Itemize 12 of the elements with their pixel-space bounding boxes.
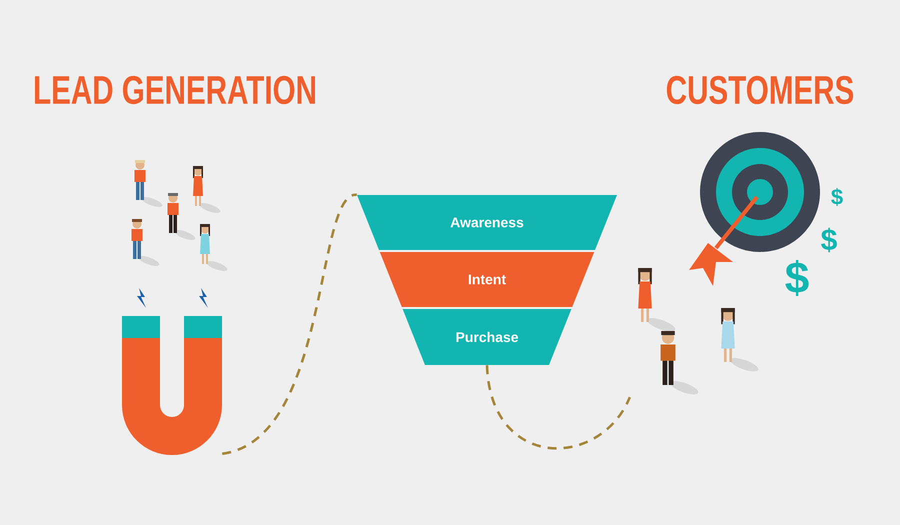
dashed-path xyxy=(222,194,358,455)
magnet-drawing xyxy=(122,288,222,455)
heading: CUSTOMERS xyxy=(666,76,854,104)
dollar-sign: $ xyxy=(821,228,837,252)
dollar-sign: $ xyxy=(831,188,843,206)
funnel-band: Awareness xyxy=(357,195,617,250)
dollar-sign: $ xyxy=(785,260,809,296)
funnel-band: Purchase xyxy=(402,309,572,365)
funnel-band: Intent xyxy=(380,252,594,307)
people-drawing xyxy=(638,268,758,394)
heading: LEAD GENERATION xyxy=(35,76,315,104)
dashed-path xyxy=(486,365,631,450)
